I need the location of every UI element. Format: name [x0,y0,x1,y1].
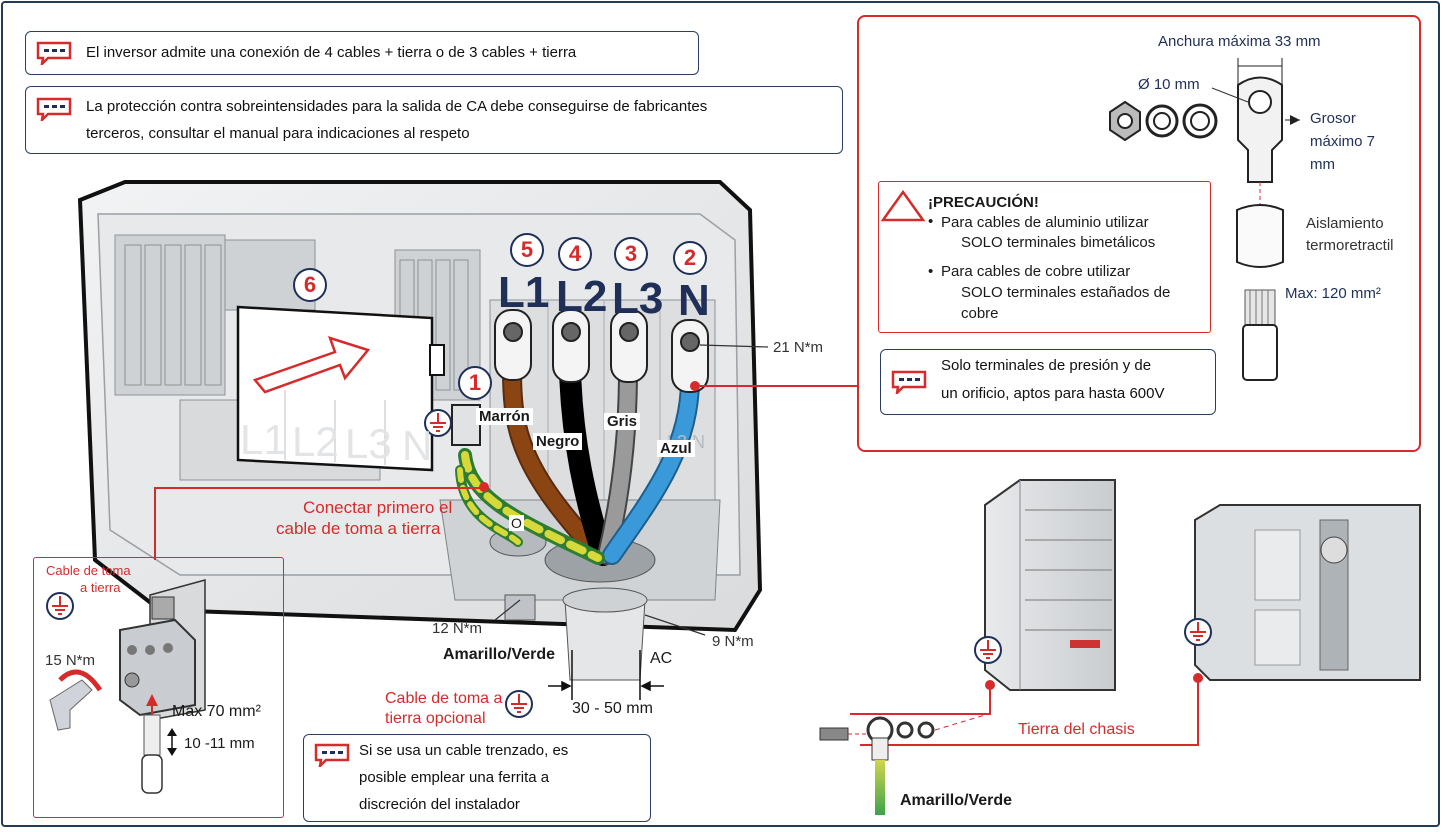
lug-diameter: Ø 10 mm [1138,76,1200,93]
note-pressure-line2: un orificio, aptos para hasta 600V [941,385,1165,402]
chassis-cable-label: Amarillo/Verde [900,792,1013,809]
cover-plate [236,305,445,472]
red-leader-dots [479,381,1203,690]
terminal-l1-label: L1 [498,268,550,317]
note-pressure-line1: Solo terminales de presión y de [941,357,1152,374]
lug-insulation-line2: termoretractil [1306,237,1394,254]
terminal-lugs [494,309,709,393]
callout-6: 6 [293,268,327,302]
wire-label-or: O [509,515,524,531]
ac-label: AC [650,650,673,667]
caution-b2-line3: cobre [961,305,999,322]
ground-cable-line1: Cable de toma [46,563,131,578]
red-leader-lines [154,385,1199,746]
lug-detail-drawing [1109,58,1300,381]
ground-max-section: Max 70 mm² [172,703,261,720]
terminal-l3-label: L3 [612,274,664,323]
ac-diameter: 30 - 50 mm [572,700,653,717]
caution-triangle-icon [880,189,926,222]
note-ferrite-line1: Si se usa un cable trenzado, es [359,742,569,759]
connect-ground-first-line2: cable de toma a tierra [276,519,441,538]
torque-terminal: 21 N*m [773,339,824,356]
board-label-l2: L2 [292,418,339,465]
terminal-l2-label: L2 [556,272,608,321]
note-ferrite: Si se usa un cable trenzado, es posible … [303,734,651,822]
leader-lines [494,344,769,636]
callout-5: 5 [510,233,544,267]
lug-max-section: Max: 120 mm² [1285,285,1381,302]
wire-label-grey: Gris [604,413,641,430]
ac-diameter-dimension [548,650,664,700]
note-ferrite-line2: posible emplear una ferrita a [359,769,550,786]
torque-gland-small: 12 N*m [432,620,483,637]
caution-b1-line2: SOLO terminales bimetálicos [961,234,1156,251]
note-overcurrent-line2: terceros, consultar el manual para indic… [86,125,470,142]
note-overcurrent: La protección contra sobreintensidades p… [25,86,843,154]
callout-2: 2 [673,241,707,275]
caution-b2-line2: SOLO terminales estañados de [961,284,1171,301]
note-icon [314,743,350,767]
ground-optional-line1: Cable de toma a [385,690,503,707]
callout-4: 4 [558,237,592,271]
chassis-ground-hardware [819,714,986,815]
ground-yellow-green-label: Amarillo/Verde [443,646,556,663]
terminal-n-label: N [678,276,710,325]
note-icon [36,41,72,65]
lug-thickness-line1: Grosor [1310,110,1356,127]
lug-detail-panel [857,15,1421,452]
lug-thickness-line2: máximo 7 [1310,133,1376,150]
chassis-ground-label: Tierra del chasis [1018,721,1135,738]
note-overcurrent-line1: La protección contra sobreintensidades p… [86,98,708,115]
ground-clamp-panel [33,557,284,818]
lug-insulation-line1: Aislamiento [1306,215,1384,232]
callout-3: 3 [614,237,648,271]
ground-cable-line2: a tierra [80,580,121,595]
caution-b1-bullet: • [928,213,934,230]
ground-strip-length: 10 -11 mm [184,735,255,752]
note-icon [36,97,72,121]
torque-gland-large: 9 N*m [712,633,754,650]
note-cable-config: El inversor admite una conexión de 4 cab… [25,31,699,75]
note-pressure-terminals: Solo terminales de presión y de un orifi… [880,349,1216,415]
torque-ground-clamp: 15 N*m [45,652,96,669]
ac-wires [455,359,700,685]
connect-ground-first-line1: Conectar primero el [303,498,453,517]
ground-symbol-marks [52,413,1206,713]
callout-1: 1 [458,366,492,400]
board-label-l1: L1 [240,416,287,463]
ground-clamp-detail [49,579,206,794]
lug-thickness-line3: mm [1310,156,1335,173]
note-ferrite-line3: discreción del instalador [359,796,520,813]
caution-b1-line1: Para cables de aluminio utilizar [941,214,1149,231]
caution-panel [878,181,1211,333]
wire-label-brown: Marrón [476,408,533,425]
ground-optional-line2: tierra opcional [385,710,486,727]
caution-b2-line1: Para cables de cobre utilizar [941,263,1131,280]
safety-switch-unit [1194,504,1421,681]
board-label-l3: L3 [345,420,392,467]
caution-b2-bullet: • [928,263,934,280]
note-cable-config-text: El inversor admite una conexión de 4 cab… [86,44,577,61]
note-icon [891,370,927,394]
lug-max-width: Anchura máxima 33 mm [1158,33,1321,50]
inverter-unit [984,479,1116,691]
board-label-n: N [402,422,433,469]
wire-label-black: Negro [533,433,583,450]
caution-title: ¡PRECAUCIÓN! [928,194,1039,211]
ground-terminal [451,404,481,446]
wire-label-blue: Azul [657,440,695,457]
